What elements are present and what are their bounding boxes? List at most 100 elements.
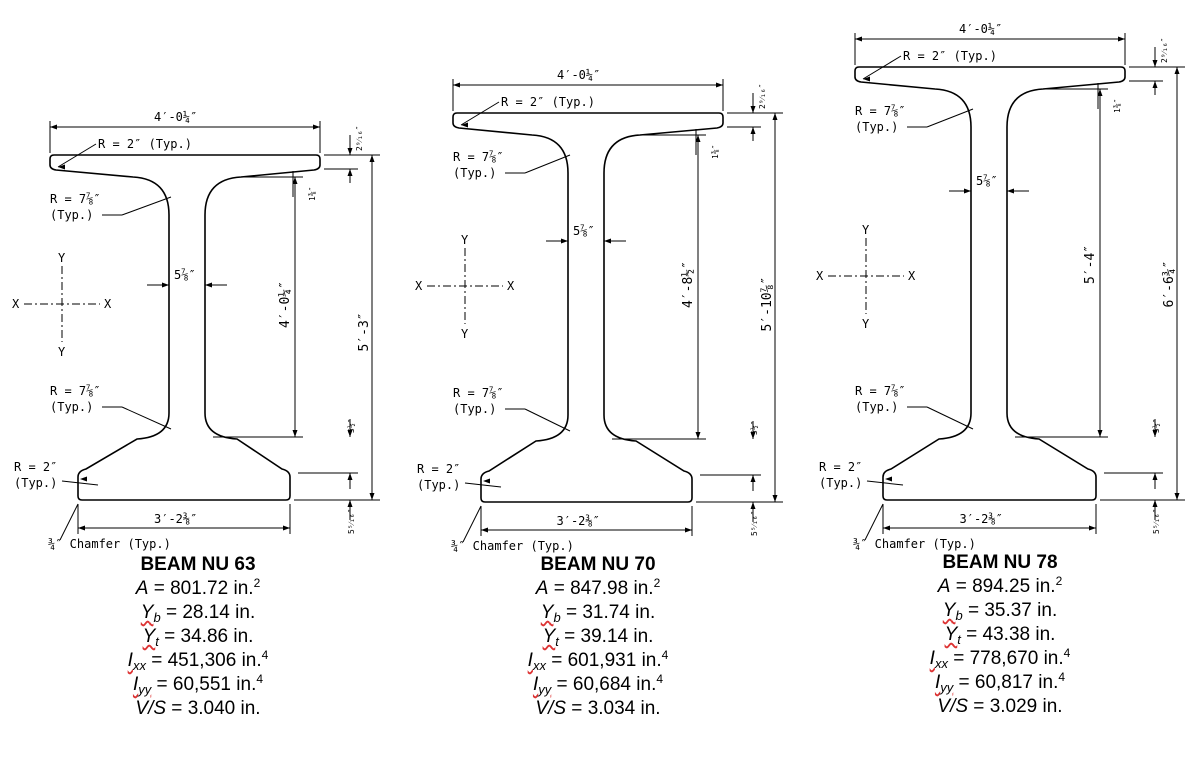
beam-2-bottom-fillet-label: R = 2″ [417,462,460,476]
arrowhead [1097,89,1103,96]
beam-1-axis-x-left: X [12,297,20,311]
arrowhead [1152,60,1158,67]
arrowhead [369,155,375,162]
beam-1-top-width-label: 4′-0¼″ [154,110,197,124]
beam-3-axis-x-right: X [908,269,916,283]
beam-3-top-width-label: 4′-0¼″ [959,22,1002,36]
beam-2-axis-symbol: X X Y Y [415,233,515,341]
leader-line [866,480,904,486]
arrowhead [883,525,890,531]
beam-1-web-thickness-label: 5⅞″ [174,268,196,282]
arrowhead [1174,67,1180,74]
beam-2-axis-y-bottom: Y [461,327,469,341]
beam-3-bottom-flange-thk-label: 5⁵⁄₁₆″ [1152,509,1161,534]
arrowhead [1152,473,1158,480]
beam-2-web-fillet-top-typ: (Typ.) [453,166,496,180]
beam-1-yt: Yt = 34.86 in. [142,626,254,649]
beam-1-properties: BEAM NU 63 A = 801.72 in.2 Yb = 28.14 in… [48,553,348,721]
beam-2-web-height-label: 4′-8½″ [681,261,696,308]
beam-1-ixx: Ixx = 451,306 in.4 [127,648,269,673]
beam-2-total-height-label: 5′-10⅞″ [760,277,775,332]
arrowhead [292,177,298,184]
leader-line [926,108,974,128]
beam-2-axis-x-right: X [507,279,515,293]
beam-3-iyy: Iyy = 60,817 in.4 [934,670,1066,695]
beam-3-yb: Yb = 35.37 in. [942,600,1058,623]
beam-1-yb: Yb = 28.14 in. [140,602,256,625]
beam-2-title: BEAM NU 70 [540,554,656,575]
arrowhead [78,525,85,531]
arrowhead [750,475,756,482]
beam-1-axis-y-bottom: Y [58,345,66,359]
beam-2-bottom-taper-label: 5½″ [749,421,759,435]
beam-2-axis-y-top: Y [461,233,469,247]
leader-line [926,406,974,430]
beam-1-bottom-fillet-label: R = 2″ [14,460,57,474]
arrowhead [283,525,290,531]
arrowhead [685,527,692,533]
arrowhead [716,82,723,88]
beam-3-area: A = 894.25 in.2 [937,574,1063,597]
arrowhead [750,502,756,509]
arrowhead [604,238,611,244]
beam-3-bottom-taper-label: 5½″ [1151,419,1161,433]
arrowhead [750,127,756,134]
arrowhead [369,493,375,500]
arrowhead [561,238,568,244]
leader-line [460,101,500,126]
beam-3-web-height-label: 5′-4″ [1083,245,1098,284]
beam-1-iyy: Iyy = 60,551 in.4 [132,672,264,697]
beam-1-web-fillet-top-label: R = 7⅞″ [50,192,101,206]
arrowhead [453,82,460,88]
beam-1-top-fillet-label: R = 2″ (Typ.) [98,137,192,151]
leader-line [57,143,97,168]
beam-3-title: BEAM NU 78 [942,552,1058,573]
beam-2-web-fillet-bottom-typ: (Typ.) [453,402,496,416]
beam-1-total-height-label: 5′-3″ [357,312,372,351]
arrowhead [80,476,87,482]
leader-line [61,480,99,486]
beam-2-vs: V/S = 3.034 in. [535,698,661,719]
beam-2-yt: Yt = 39.14 in. [542,626,654,649]
arrowhead [1007,188,1014,194]
arrowhead [1152,81,1158,88]
arrowhead [885,476,892,482]
arrowhead [855,36,862,42]
beam-2-top-flange-thk-label: 2⁹⁄₁₆″ [758,84,767,109]
beam-1-bottom-taper-label: 5½″ [346,419,356,433]
beam-3-web-thickness-label: 5⅞″ [976,174,998,188]
beam-2-web-fillet-bottom-label: R = 7⅞″ [453,386,504,400]
arrowhead [162,282,169,288]
leader-line [524,154,571,174]
beam-3-top-flange-thk-label: 2⁹⁄₁₆″ [1160,38,1169,63]
arrowhead [772,113,778,120]
beam-1-vs: V/S = 3.040 in. [135,698,261,719]
arrowhead [695,135,701,142]
arrowhead [205,282,212,288]
leader-line [864,503,884,541]
arrowhead [347,148,353,155]
arrowhead [863,76,870,82]
arrowhead [347,169,353,176]
arrowhead [50,124,57,130]
beam-3-web-fillet-top-typ: (Typ.) [855,120,898,134]
beam-3-axis-y-bottom: Y [862,317,870,331]
beam-3-axis-x-left: X [816,269,824,283]
beam-3-outline [854,66,1126,501]
arrowhead [1152,430,1158,437]
beam-1-web-fillet-top-typ: (Typ.) [50,208,93,222]
leader-line [524,408,571,432]
beam-3-yt: Yt = 43.38 in. [944,624,1056,647]
beam-2-area: A = 847.98 in.2 [535,576,661,599]
beam-1-web-fillet-bottom-label: R = 7⅞″ [50,384,101,398]
beam-3-total-height-label: 6′-6¾″ [1162,261,1177,308]
leader-line [464,482,502,488]
arrowhead [750,106,756,113]
beam-3-bottom-fillet-label: R = 2″ [819,460,862,474]
beam-2-axis-x-left: X [415,279,423,293]
arrowhead [481,527,488,533]
beam-3-ixx: Ixx = 778,670 in.4 [929,646,1071,671]
leader-line [862,55,902,80]
